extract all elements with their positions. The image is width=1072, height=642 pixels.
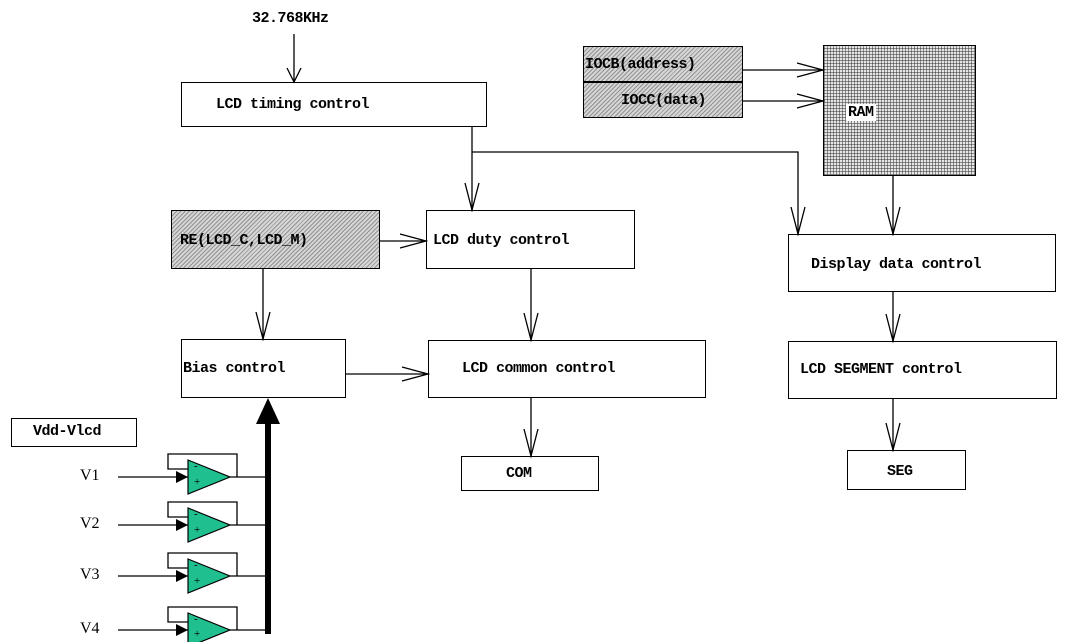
v2-label: V2 (80, 515, 100, 532)
arrowhead (796, 62, 826, 78)
v2-input-arrowhead (176, 519, 188, 531)
arrowhead (255, 311, 271, 342)
seg-box (847, 450, 966, 490)
lcd-timing-control-box (181, 82, 487, 127)
timing-to-display-wire (472, 151, 799, 234)
v1-label: V1 (80, 467, 100, 484)
lcd-common-control-box (428, 340, 706, 398)
lcd-timing-control-label: LCD timing control (216, 96, 370, 113)
com-label: COM (506, 465, 532, 482)
lcd-segment-control-label: LCD SEGMENT control (800, 361, 962, 378)
vdd-vlcd-box (11, 418, 137, 447)
ram-label: RAM (846, 104, 876, 121)
arrowhead (885, 422, 901, 453)
opamp-4-plus: + (194, 628, 201, 640)
opamp-3-feedback (167, 552, 238, 576)
arrowhead (885, 206, 901, 237)
opamp-1-feedback (167, 453, 238, 477)
bias-control-box (181, 339, 346, 398)
arrowhead (523, 428, 539, 459)
arrowhead (790, 206, 806, 237)
lcd-common-control-label: LCD common control (462, 360, 616, 377)
vdd-vlcd-label: Vdd-Vlcd (33, 423, 102, 440)
arrowhead (399, 233, 429, 249)
ram-box (823, 45, 976, 176)
iocc-data-box (583, 82, 743, 118)
opamp-2-triangle (187, 507, 232, 543)
opamp-2-minus: - (194, 508, 198, 520)
v1-input-arrowhead (176, 471, 188, 483)
com-box (461, 456, 599, 491)
arrowhead (464, 182, 480, 213)
opamp-2-plus: + (194, 524, 201, 536)
opamp-4-triangle (187, 612, 232, 642)
arrowhead (401, 366, 431, 382)
bias-bus-arrowhead (256, 398, 280, 424)
lcd-duty-control-label: LCD duty control (433, 232, 570, 249)
iocb-address-box (583, 46, 743, 82)
opamp-3-triangle (187, 558, 232, 594)
opamp-4-feedback (167, 606, 238, 630)
re-register-box (171, 210, 380, 269)
v4-input-arrowhead (176, 624, 188, 636)
opamp-3-plus: + (194, 575, 201, 587)
re-register-label: RE(LCD_C,LCD_M) (180, 232, 308, 249)
bias-voltage-bus (265, 420, 271, 634)
iocc-data-label: IOCC(data) (621, 92, 707, 109)
v3-input-arrowhead (176, 570, 188, 582)
opamp-4-minus: - (194, 613, 198, 625)
seg-label: SEG (887, 463, 913, 480)
display-data-control-box (788, 234, 1056, 292)
opamp-3-minus: - (194, 559, 198, 571)
v3-label: V3 (80, 566, 100, 583)
v4-label: V4 (80, 620, 100, 637)
lcd-segment-control-box (788, 341, 1057, 399)
arrowhead (286, 67, 302, 84)
arrowhead (885, 313, 901, 344)
opamp-1-triangle (187, 459, 232, 495)
opamp-1-minus: - (194, 460, 198, 472)
opamp-1-plus: + (194, 476, 201, 488)
iocb-address-label: IOCB(address) (585, 56, 696, 73)
display-data-control-label: Display data control (811, 256, 982, 273)
arrowhead (796, 93, 826, 109)
lcd-duty-control-box (426, 210, 635, 269)
arrowhead (523, 312, 539, 343)
clock-label: 32.768KHz (252, 10, 329, 27)
bias-control-label: Bias control (183, 360, 286, 377)
opamp-2-feedback (167, 501, 238, 525)
